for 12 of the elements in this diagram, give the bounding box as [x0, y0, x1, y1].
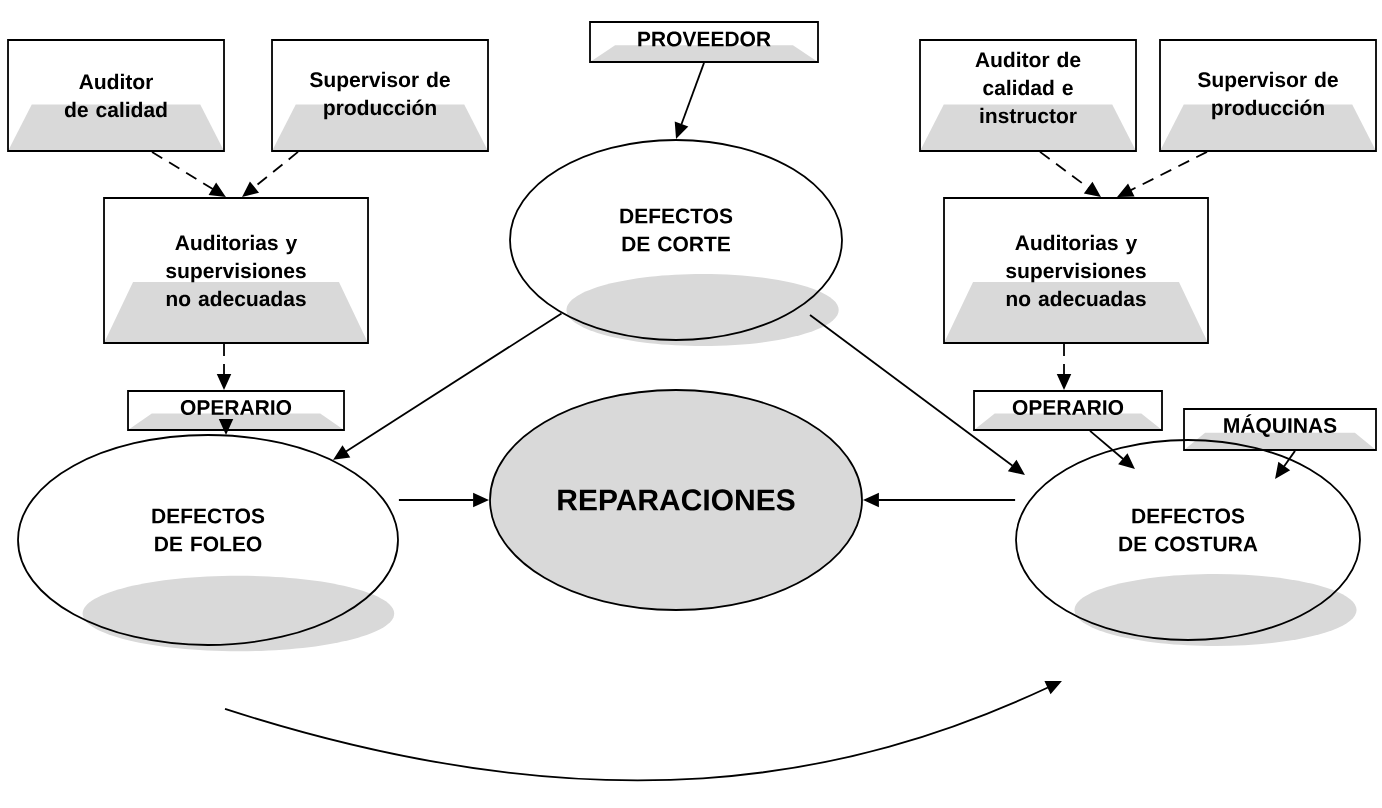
- arrow: [333, 312, 563, 460]
- process-box: PROVEEDOR: [589, 21, 819, 63]
- process-box: MÁQUINAS: [1183, 408, 1377, 451]
- process-box: OPERARIO: [973, 390, 1163, 431]
- process-box: Auditorias y supervisiones no adecuadas: [943, 197, 1209, 344]
- process-box: Auditorias y supervisiones no adecuadas: [103, 197, 369, 344]
- process-box: Supervisor de producción: [271, 39, 489, 152]
- arrow: [809, 314, 1025, 475]
- process-box: Auditor de calidad e instructor: [919, 39, 1137, 152]
- process-box: Supervisor de producción: [1159, 39, 1377, 152]
- process-box: OPERARIO: [127, 390, 345, 431]
- process-box: Auditor de calidad: [7, 39, 225, 152]
